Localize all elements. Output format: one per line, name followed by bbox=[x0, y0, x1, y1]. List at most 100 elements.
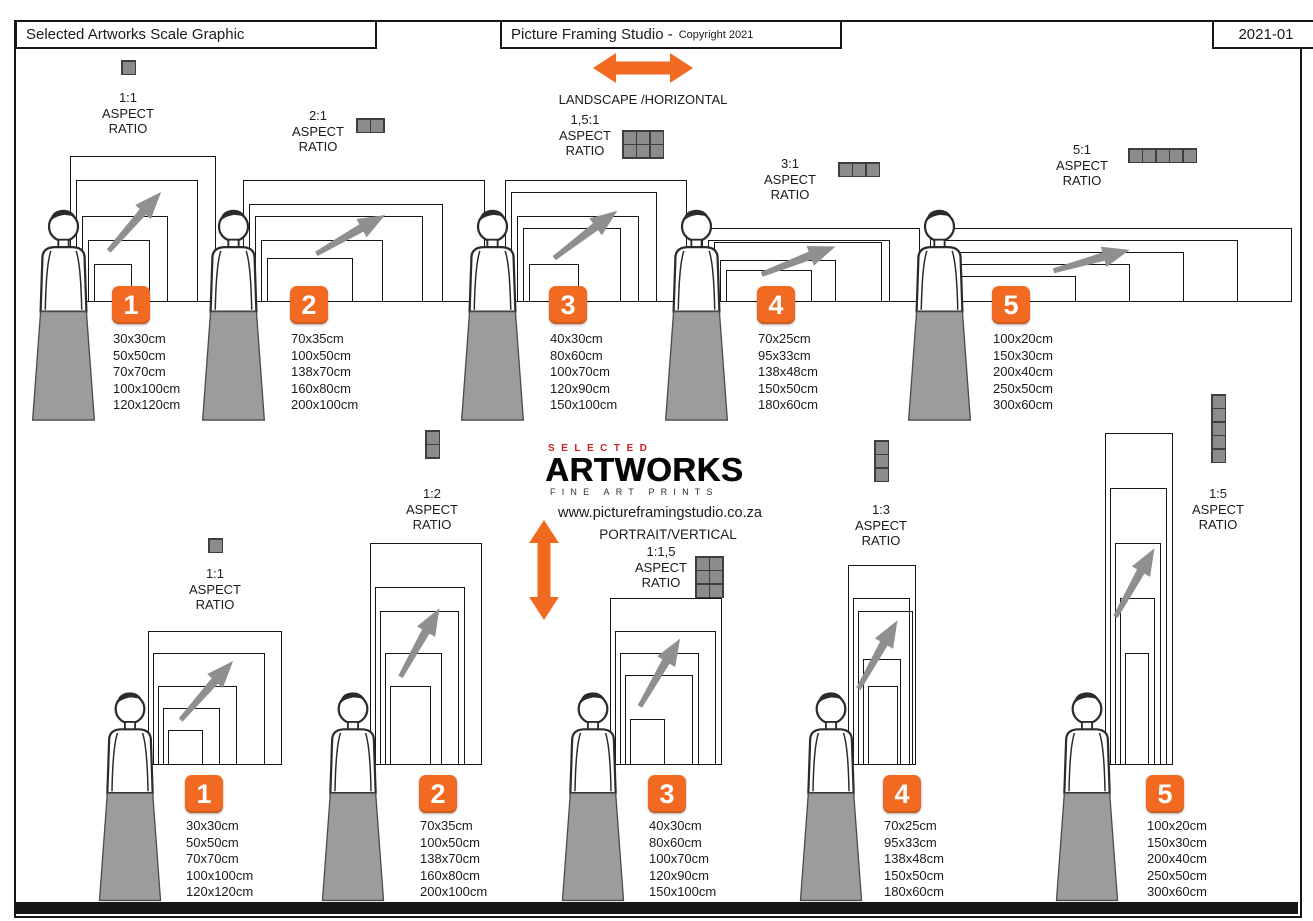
ratio-cell bbox=[122, 61, 135, 74]
aspect-ratio-icon bbox=[425, 430, 440, 459]
frame-rect bbox=[390, 686, 431, 765]
person-figure bbox=[794, 688, 868, 902]
size-item: 150x50cm bbox=[884, 867, 944, 883]
bottom-bar bbox=[14, 902, 1298, 914]
size-item: 100x20cm bbox=[993, 331, 1053, 346]
ratio-cell bbox=[426, 445, 439, 457]
ratio-cell bbox=[637, 131, 649, 144]
group-number-badge: 2 bbox=[419, 775, 457, 813]
size-item: 120x90cm bbox=[649, 867, 709, 883]
ratio-cell bbox=[209, 539, 222, 552]
group-number: 2 bbox=[301, 289, 317, 320]
ratio-cell bbox=[710, 557, 722, 570]
ratio-word: RATIO bbox=[1062, 173, 1102, 188]
ratio-cell bbox=[710, 584, 722, 597]
ratio-cell bbox=[623, 131, 636, 144]
page-title-box: Selected Artworks Scale Graphic bbox=[15, 20, 377, 49]
size-item: 150x30cm bbox=[1147, 834, 1207, 850]
ratio-cell bbox=[875, 468, 888, 481]
group-number: 4 bbox=[768, 289, 784, 320]
scale-arrow-icon bbox=[547, 201, 624, 266]
size-item: 50x50cm bbox=[113, 347, 166, 363]
scale-arrow-icon bbox=[848, 614, 907, 694]
group-number: 3 bbox=[659, 778, 675, 809]
size-item: 200x100cm bbox=[291, 397, 359, 412]
size-item: 70x35cm bbox=[291, 331, 344, 346]
ratio-cell bbox=[637, 145, 649, 157]
ratio-cell bbox=[1129, 149, 1142, 162]
ratio-word: RATIO bbox=[565, 143, 605, 158]
size-item: 120x120cm bbox=[186, 884, 254, 899]
group-number: 4 bbox=[894, 778, 910, 809]
size-item: 40x30cm bbox=[649, 818, 702, 833]
aspect-ratio-icon bbox=[208, 538, 223, 553]
size-item: 100x50cm bbox=[420, 834, 480, 850]
size-item: 70x35cm bbox=[420, 818, 473, 833]
aspect-word: ASPECT bbox=[1191, 501, 1244, 517]
logo-tagline: FINE ART PRINTS bbox=[550, 487, 719, 497]
group-number-badge: 4 bbox=[883, 775, 921, 813]
ratio-word: RATIO bbox=[1198, 517, 1238, 532]
scale-arrow-icon bbox=[172, 653, 242, 727]
ratio-value: 1:3 bbox=[871, 502, 891, 517]
ratio-cell bbox=[1212, 409, 1225, 421]
logo: SELECTED ARTWORKS FINE ART PRINTS bbox=[545, 443, 780, 497]
person-figure bbox=[659, 206, 734, 421]
size-item: 138x70cm bbox=[420, 851, 480, 866]
ratio-cell bbox=[866, 163, 879, 176]
size-item: 300x60cm bbox=[993, 397, 1053, 412]
ratio-value: 1:1 bbox=[118, 90, 138, 105]
person-figure bbox=[1050, 688, 1124, 902]
doc-number-box: 2021-01 bbox=[1212, 20, 1313, 49]
ratio-word: RATIO bbox=[412, 517, 452, 532]
ratio-value: 3:1 bbox=[780, 156, 800, 171]
aspect-ratio-icon bbox=[1211, 394, 1226, 463]
group-number-badge: 1 bbox=[185, 775, 223, 813]
ratio-cell bbox=[1212, 395, 1225, 408]
frame-rect bbox=[168, 730, 203, 765]
ratio-value: 1:5 bbox=[1208, 486, 1228, 501]
size-item: 120x90cm bbox=[550, 380, 610, 396]
group-number-badge: 5 bbox=[992, 286, 1030, 324]
ratio-cell bbox=[1212, 422, 1225, 435]
aspect-ratio-icon bbox=[838, 162, 880, 177]
group-number-badge: 4 bbox=[757, 286, 795, 324]
size-item: 300x60cm bbox=[1147, 884, 1207, 899]
person-figure bbox=[26, 206, 101, 421]
ratio-cell bbox=[710, 571, 722, 583]
size-item: 150x100cm bbox=[649, 884, 717, 899]
frame-rect bbox=[630, 719, 665, 765]
ratio-value: 2:1 bbox=[308, 108, 328, 123]
aspect-word: ASPECT bbox=[763, 171, 816, 187]
size-item: 30x30cm bbox=[113, 331, 166, 346]
frame-rect bbox=[868, 686, 898, 765]
ratio-cell bbox=[1212, 449, 1225, 462]
aspect-ratio-icon bbox=[1128, 148, 1197, 163]
person-figure bbox=[93, 688, 167, 902]
ratio-word: RATIO bbox=[195, 597, 235, 612]
copyright-text: Copyright 2021 bbox=[678, 28, 754, 41]
frame-rect bbox=[1125, 653, 1149, 765]
studio-title: Picture Framing Studio - bbox=[511, 26, 673, 43]
size-item: 250x50cm bbox=[1147, 867, 1207, 883]
group-number: 1 bbox=[196, 778, 212, 809]
size-item: 70x25cm bbox=[884, 818, 937, 833]
aspect-ratio-icon bbox=[356, 118, 385, 133]
size-item: 150x30cm bbox=[993, 347, 1053, 363]
ratio-cell bbox=[623, 145, 636, 157]
ratio-cell bbox=[875, 455, 888, 467]
